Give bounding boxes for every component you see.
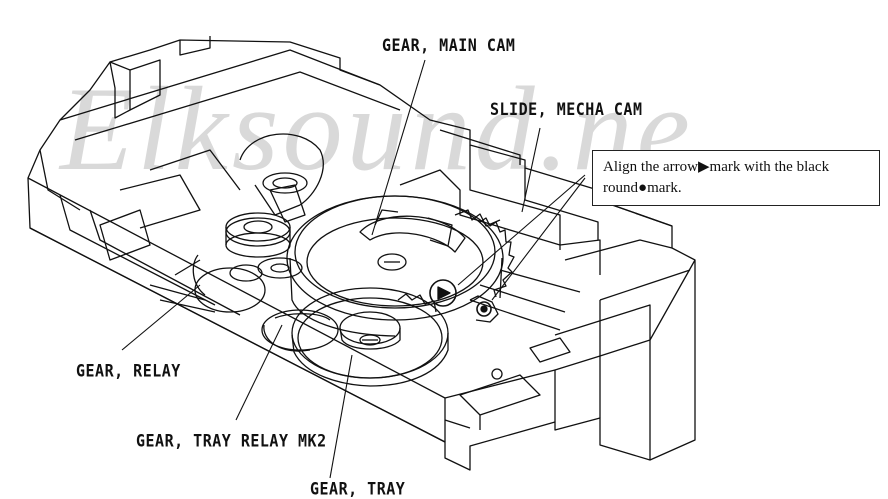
note-text-end: mark. bbox=[647, 180, 682, 196]
leader-gear-tray bbox=[329, 354, 353, 479]
leader-note-dot bbox=[491, 177, 586, 301]
note-text-start: Align the arrow bbox=[603, 159, 698, 175]
label-slide-mecha-cam: SLIDE, MECHA CAM bbox=[490, 98, 643, 120]
leader-slide-mecha-cam bbox=[521, 127, 541, 213]
label-gear-tray-relay: GEAR, TRAY RELAY MK2 bbox=[136, 430, 327, 452]
gear-tray-part bbox=[291, 287, 449, 387]
alignment-note: Align the arrow▶mark with the black roun… bbox=[592, 150, 880, 206]
leader-lines bbox=[121, 59, 586, 479]
arrow-mark-icon: ▶ bbox=[697, 159, 710, 175]
gear-main-cam-part bbox=[286, 195, 515, 337]
gear-relay-part bbox=[149, 254, 266, 313]
motor-assembly bbox=[225, 133, 324, 282]
leader-gear-tray-relay bbox=[235, 324, 283, 421]
label-gear-relay: GEAR, RELAY bbox=[76, 360, 181, 382]
label-gear-tray: GEAR, TRAY bbox=[310, 478, 406, 499]
leader-main-cam bbox=[371, 59, 426, 236]
leader-gear-relay bbox=[121, 284, 201, 351]
round-mark-icon: ● bbox=[638, 180, 648, 196]
note-text-mid: mark with the black round bbox=[603, 159, 830, 196]
chassis-body bbox=[27, 36, 696, 471]
label-gear-main-cam: GEAR, MAIN CAM bbox=[382, 34, 516, 56]
slide-mecha-cam-part bbox=[397, 209, 501, 323]
watermark-text: Elksound.ne bbox=[60, 62, 694, 195]
gear-tray-relay-part bbox=[261, 309, 339, 352]
leader-note-arrow bbox=[457, 174, 586, 286]
